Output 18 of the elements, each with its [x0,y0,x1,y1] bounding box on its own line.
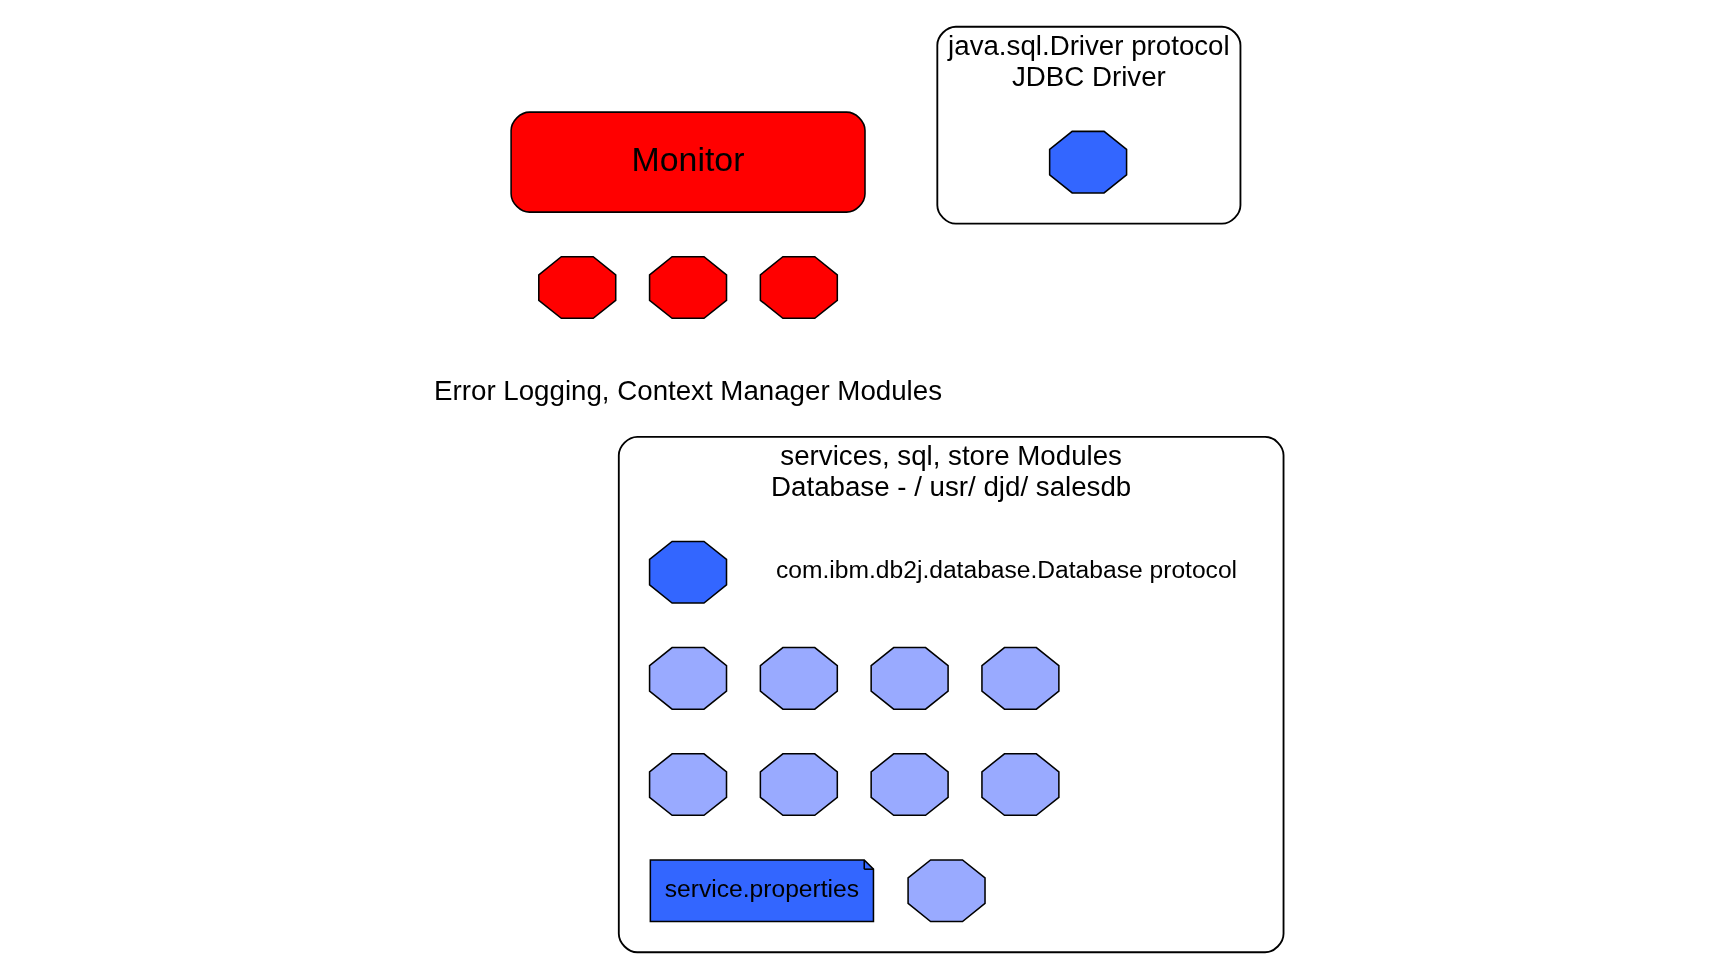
node-octagon [980,646,1060,710]
node-octagon [648,256,727,320]
node-box: Monitor [509,111,866,213]
node-octagon [906,859,986,923]
node-octagon [980,753,1060,817]
node-label: com.ibm.db2j.database.Database protocol [775,556,1237,584]
node-octagon [1048,130,1127,194]
node-octagon [537,256,616,320]
node-octagon [648,753,727,817]
node-octagon [648,540,727,604]
node-octagon [759,753,838,817]
node-octagon [869,646,949,710]
label: Error Logging, Context Manager Modules [433,375,942,407]
node-octagon [648,646,727,710]
node-octagon [759,256,838,320]
node-octagon [759,646,838,710]
node-octagon [869,753,949,817]
cluster: java.sql.Driver protocol JDBC Driver [935,25,1241,225]
